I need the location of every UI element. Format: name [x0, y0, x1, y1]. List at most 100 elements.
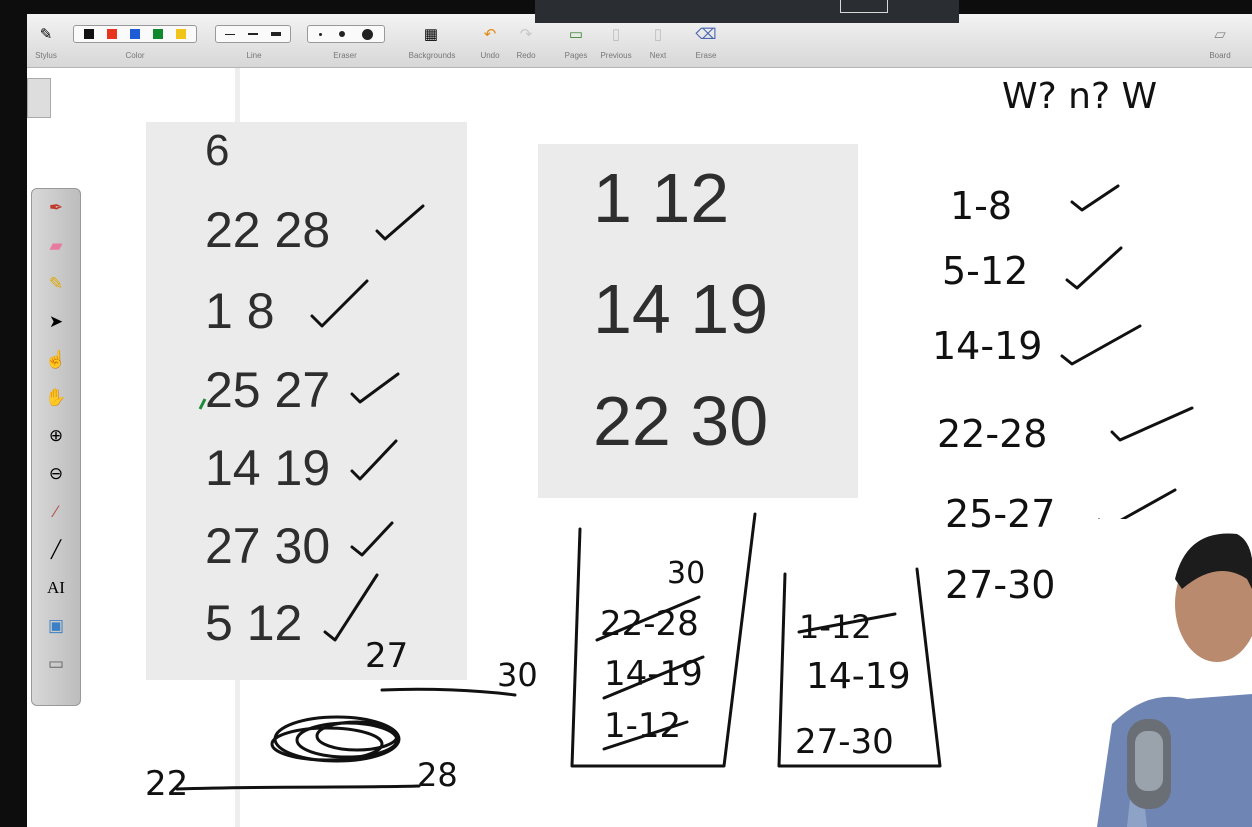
green-tick	[198, 398, 207, 410]
color-swatch-green[interactable]	[153, 29, 164, 39]
text-tool-icon[interactable]: AI	[47, 578, 65, 597]
check-mark	[1065, 246, 1123, 290]
line-width-picker[interactable]	[215, 25, 291, 43]
stylus-icon[interactable]: ✎	[39, 26, 53, 43]
check-mark	[310, 279, 369, 328]
handwritten-interval: 25-27	[945, 492, 1056, 536]
check-mark	[375, 204, 425, 241]
line-medium[interactable]	[247, 33, 258, 35]
highlighter-tool-icon[interactable]: ✎	[48, 274, 64, 293]
left-row: 5 12	[205, 595, 303, 651]
merged-row: 14 19	[593, 270, 769, 348]
board-label: Board	[1209, 51, 1231, 60]
previous-label: Previous	[600, 51, 632, 60]
zoom-out-icon[interactable]: ⊖	[48, 464, 64, 483]
line-label: Line	[246, 51, 262, 60]
timeline-line	[175, 784, 421, 791]
interval-count: 6	[205, 126, 230, 175]
stack1-item: 22-28	[600, 604, 699, 644]
stack1-item: 14-19	[604, 654, 703, 694]
handwritten-interval: 1-8	[950, 184, 1013, 228]
line-thick[interactable]	[270, 32, 281, 36]
backgrounds-label: Backgrounds	[408, 51, 456, 60]
line-thin[interactable]	[225, 33, 236, 35]
redo-icon[interactable]: ↷	[519, 26, 533, 43]
pen-tool-icon[interactable]: ✒	[48, 198, 64, 217]
stack2-item: 1-12	[799, 608, 872, 646]
timeline-line	[380, 687, 517, 697]
handwritten-interval: 22-28	[937, 412, 1048, 456]
previous-page-icon[interactable]: ▯	[611, 26, 621, 43]
redo-label: Redo	[516, 51, 536, 60]
next-label: Next	[649, 51, 667, 60]
pages-label: Pages	[564, 51, 588, 60]
select-arrow-icon[interactable]: ➤	[48, 312, 64, 331]
line-tool-icon[interactable]: ╱	[50, 540, 62, 559]
undo-icon[interactable]: ↶	[483, 26, 497, 43]
timeline2-end: 28	[417, 756, 458, 794]
merged-row: 1 12	[593, 159, 730, 237]
eraser-medium[interactable]	[338, 31, 345, 37]
color-picker[interactable]	[73, 25, 197, 43]
pointer-hand-icon[interactable]: ☝	[45, 350, 67, 369]
stack1-item: 1-12	[604, 706, 682, 746]
eraser-large[interactable]	[361, 28, 373, 40]
panel-collapse-handle[interactable]	[27, 78, 51, 118]
left-row: 14 19	[205, 440, 331, 496]
left-row: 1 8	[205, 283, 275, 339]
undo-label: Undo	[480, 51, 500, 60]
strike-line	[797, 612, 897, 634]
color-label: Color	[125, 51, 145, 60]
stack-container	[777, 567, 942, 768]
eraser-label: Eraser	[333, 51, 357, 60]
screen-share-button[interactable]	[840, 0, 888, 13]
eyedropper-icon[interactable]: ⁄	[54, 502, 58, 521]
merged-intervals-panel	[538, 144, 858, 498]
color-swatch-blue[interactable]	[129, 29, 140, 39]
eraser-size-picker[interactable]	[307, 25, 385, 43]
keyboard-icon[interactable]: ▭	[47, 654, 65, 673]
screen-share-bar	[535, 0, 959, 23]
toolbar: ✎ Stylus Color Line Eraser ▦ Backgrounds…	[27, 14, 1252, 68]
handwritten-header: W? n? W	[1002, 76, 1158, 117]
pages-icon[interactable]: ▭	[568, 26, 584, 43]
whiteboard-screen: ✎ Stylus Color Line Eraser ▦ Backgrounds…	[27, 14, 1252, 827]
board-icon[interactable]: ▱	[1214, 26, 1226, 43]
presenter-webcam-image	[1087, 519, 1252, 827]
left-row: 25 27	[205, 362, 331, 418]
timeline1-start: 27	[365, 636, 409, 676]
erase-label: Erase	[695, 51, 717, 60]
check-mark	[1060, 324, 1142, 366]
zoom-in-icon[interactable]: ⊕	[48, 426, 64, 445]
check-mark	[1110, 406, 1194, 442]
color-swatch-black[interactable]	[83, 29, 94, 39]
screen-capture-icon[interactable]: ▣	[47, 616, 65, 635]
strike-line	[602, 720, 689, 751]
stack1-item: 30	[667, 556, 706, 591]
check-mark	[350, 439, 398, 481]
pan-hand-icon[interactable]: ✋	[45, 388, 67, 407]
stack2-item: 14-19	[806, 656, 911, 697]
check-mark	[350, 521, 394, 557]
color-swatch-red[interactable]	[106, 29, 117, 39]
stack-container	[570, 512, 757, 768]
eraser-tool-icon[interactable]: ▰	[49, 236, 63, 255]
timeline1-end: 30	[497, 656, 538, 694]
eraser-small[interactable]	[319, 32, 323, 36]
strike-line	[595, 595, 701, 642]
scribble	[270, 726, 384, 762]
check-mark	[350, 372, 400, 404]
check-mark	[323, 573, 379, 642]
next-page-icon[interactable]: ▯	[653, 26, 663, 43]
color-swatch-yellow[interactable]	[176, 29, 187, 39]
backgrounds-icon[interactable]: ▦	[423, 26, 439, 43]
timeline2-start: 22	[145, 764, 189, 804]
handwritten-interval: 14-19	[932, 324, 1043, 368]
erase-all-icon[interactable]: ⌫	[695, 26, 717, 43]
stack2-item: 27-30	[795, 722, 894, 762]
merged-row: 22 30	[593, 382, 769, 460]
ink-strokes	[175, 184, 1194, 791]
stylus-label: Stylus	[35, 51, 57, 60]
left-row: 22 28	[205, 202, 331, 258]
handwritten-interval: 5-12	[942, 249, 1029, 293]
